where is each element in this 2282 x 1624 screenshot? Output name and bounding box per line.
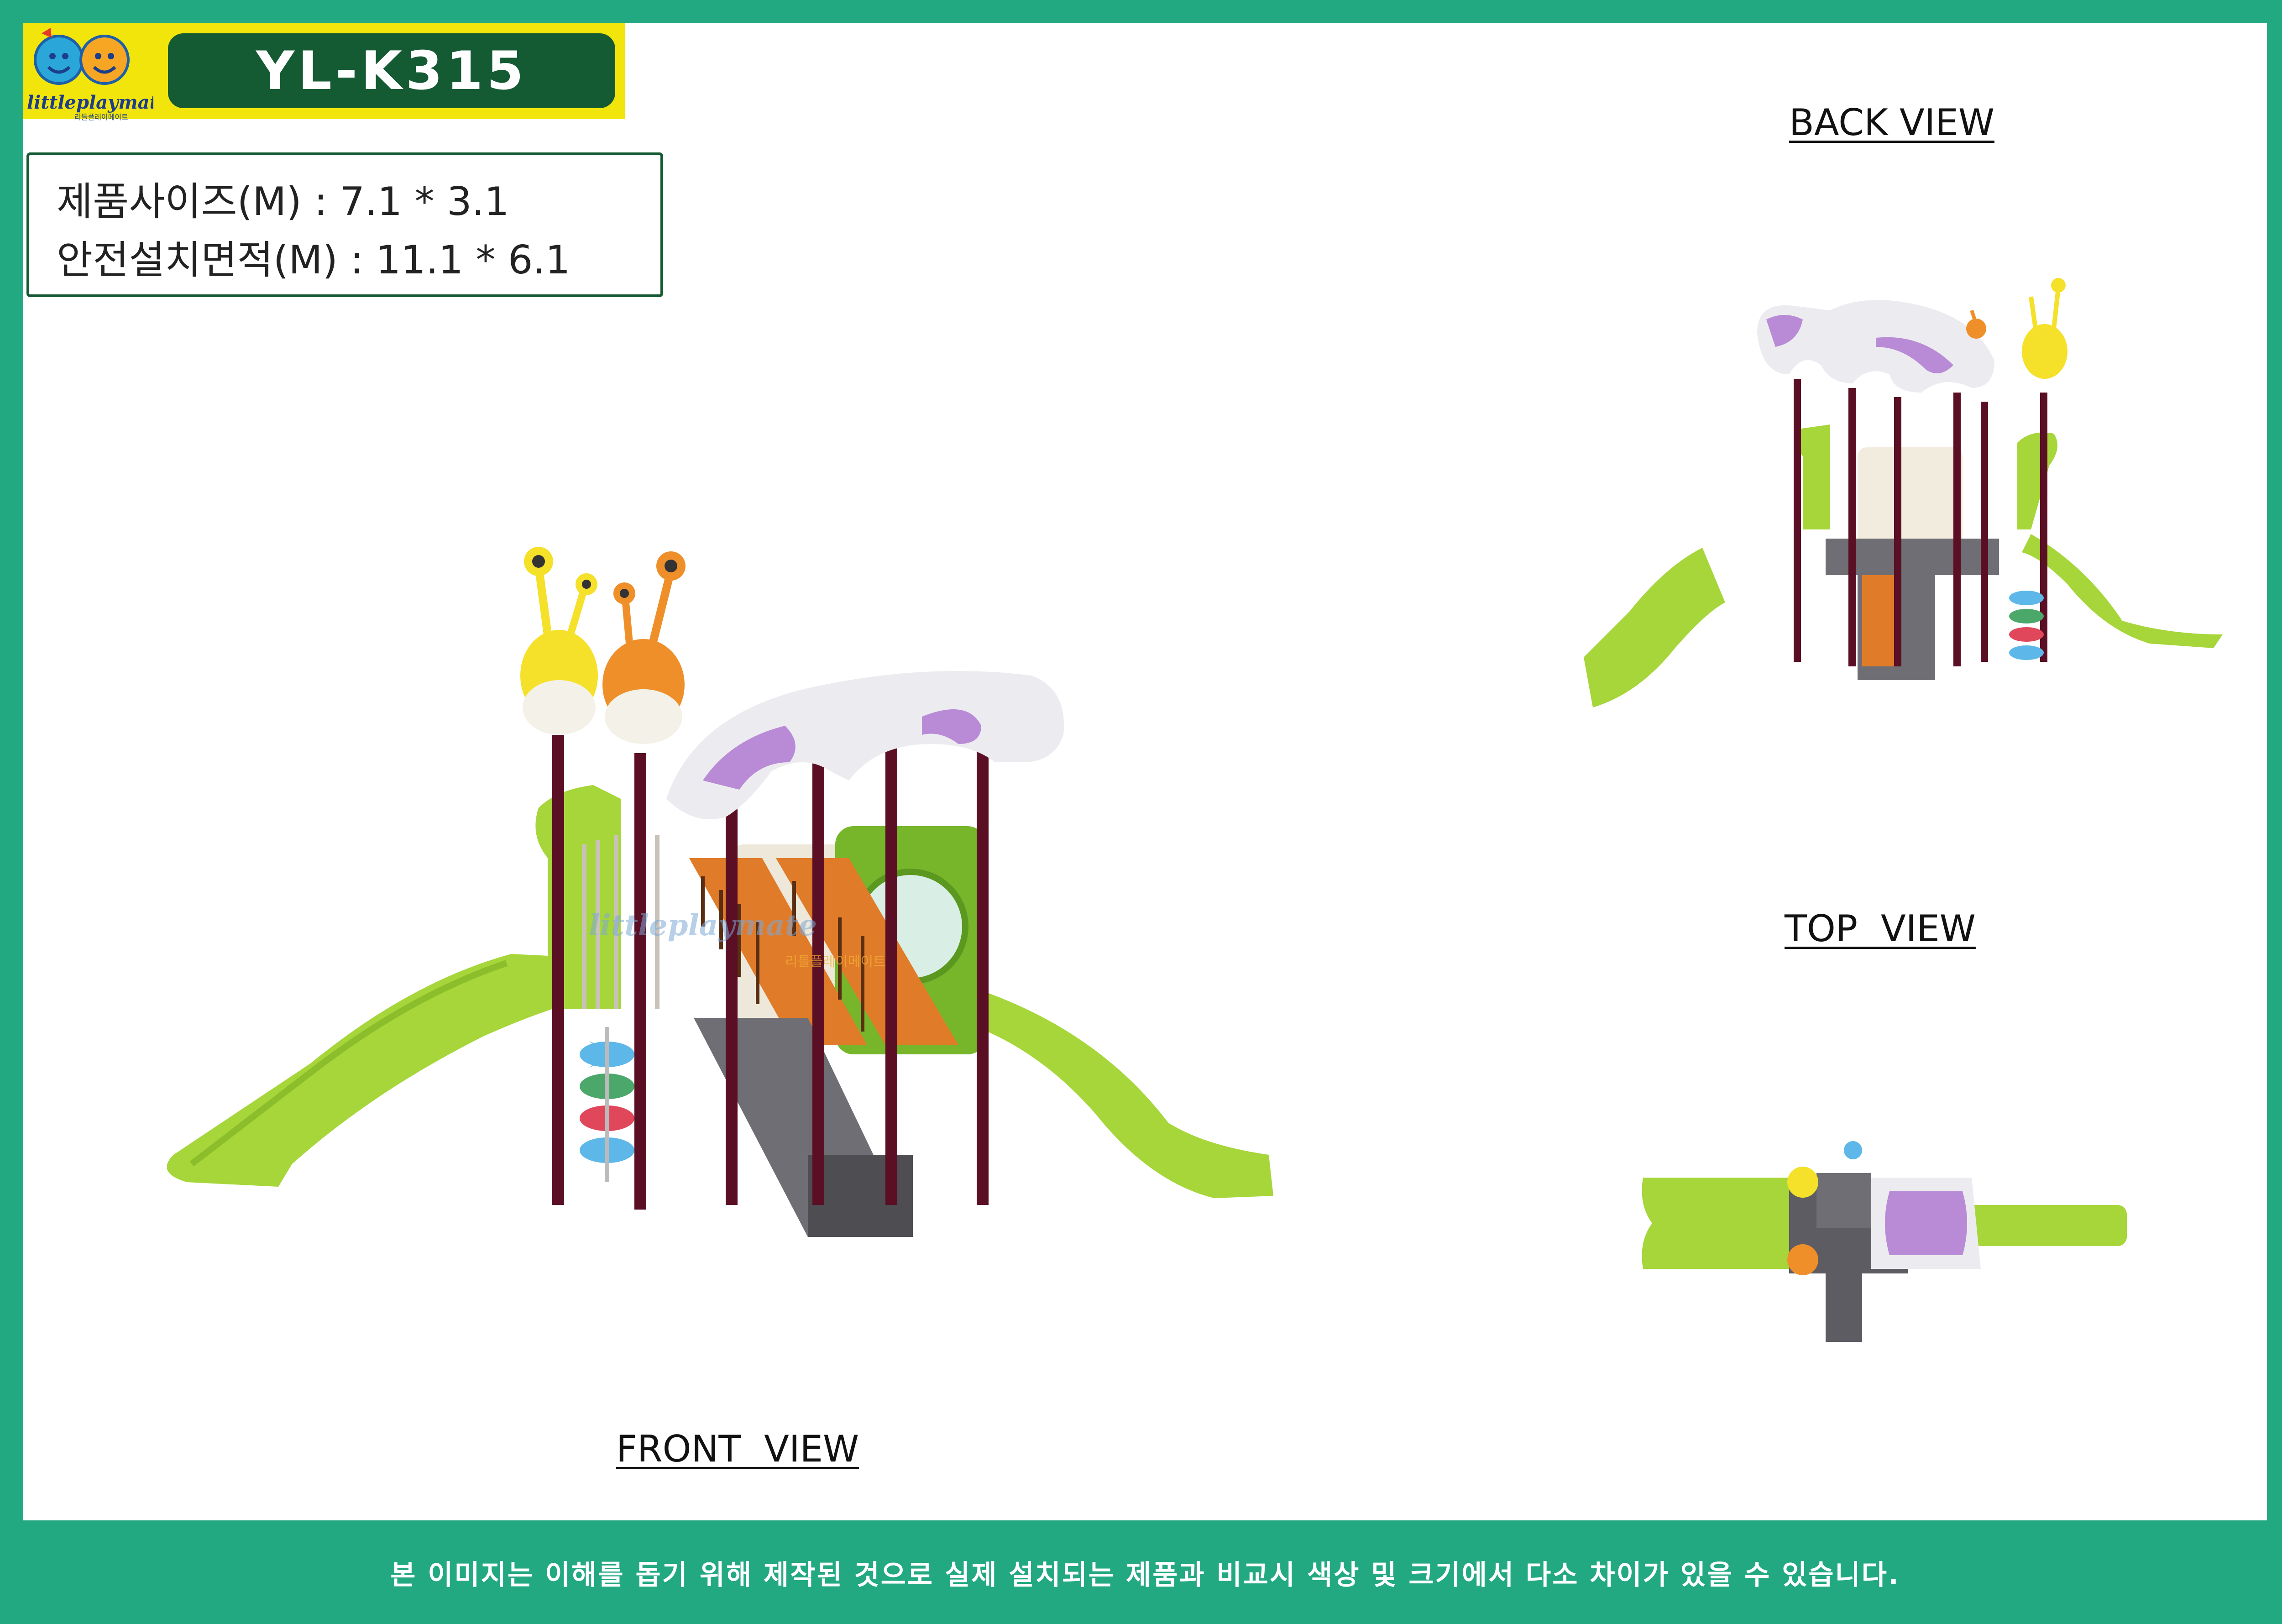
product-size: 제품사이즈(M) : 7.1 * 3.1 [57, 179, 509, 225]
front-view-label: FRONT VIEW [616, 1428, 859, 1470]
top-view-image [1642, 1141, 2127, 1342]
front-view-image [167, 547, 1273, 1237]
model-number: YL-K315 [168, 33, 615, 108]
brand-logo: littleplaymate 리틀플레이메이트 [23, 23, 170, 121]
back-view-label: BACK VIEW [1789, 101, 1994, 144]
watermark-wordmark: littleplaymate [589, 908, 817, 943]
spec-box: 제품사이즈(M) : 7.1 * 3.1 안전설치면적(M) : 11.1 * … [26, 152, 663, 297]
top-view-label: TOP VIEW [1785, 907, 1976, 950]
smiley-faces-icon [34, 28, 130, 85]
logo-wordmark: littleplaymate [27, 92, 170, 113]
watermark-korean: 리틀플레이메이트 [785, 954, 886, 970]
disclaimer-footer: 본 이미지는 이해를 돕기 위해 제작된 것으로 실제 설치되는 제품과 비교시… [390, 1559, 1900, 1591]
logo-korean: 리틀플레이메이트 [74, 113, 128, 121]
back-view-image [1584, 278, 2223, 707]
safety-area: 안전설치면적(M) : 11.1 * 6.1 [57, 237, 570, 283]
